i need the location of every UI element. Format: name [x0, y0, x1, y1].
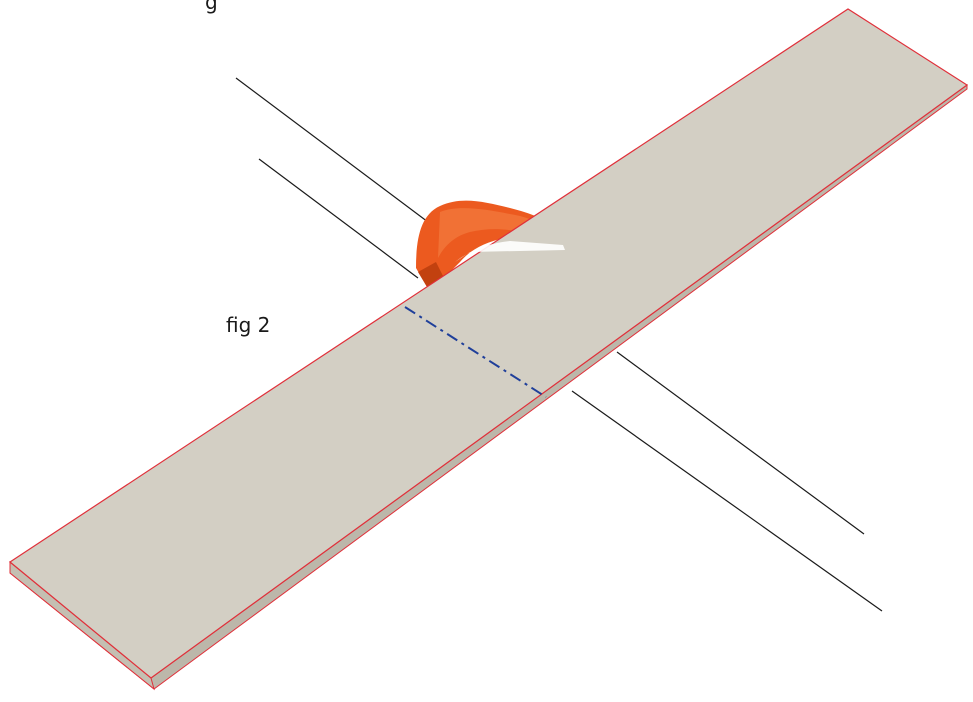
guide-line-lower [258, 158, 419, 279]
board-top-face [8, 8, 969, 679]
guide-line-right-lower [571, 390, 883, 612]
guide-line-upper [235, 77, 449, 238]
guide-line-right-upper [616, 351, 865, 535]
clamp-jaw-top [455, 241, 565, 262]
figure-label: fig 2 [226, 313, 271, 337]
figure-label-top-partial: g [205, 0, 218, 14]
cut-line [404, 306, 547, 398]
